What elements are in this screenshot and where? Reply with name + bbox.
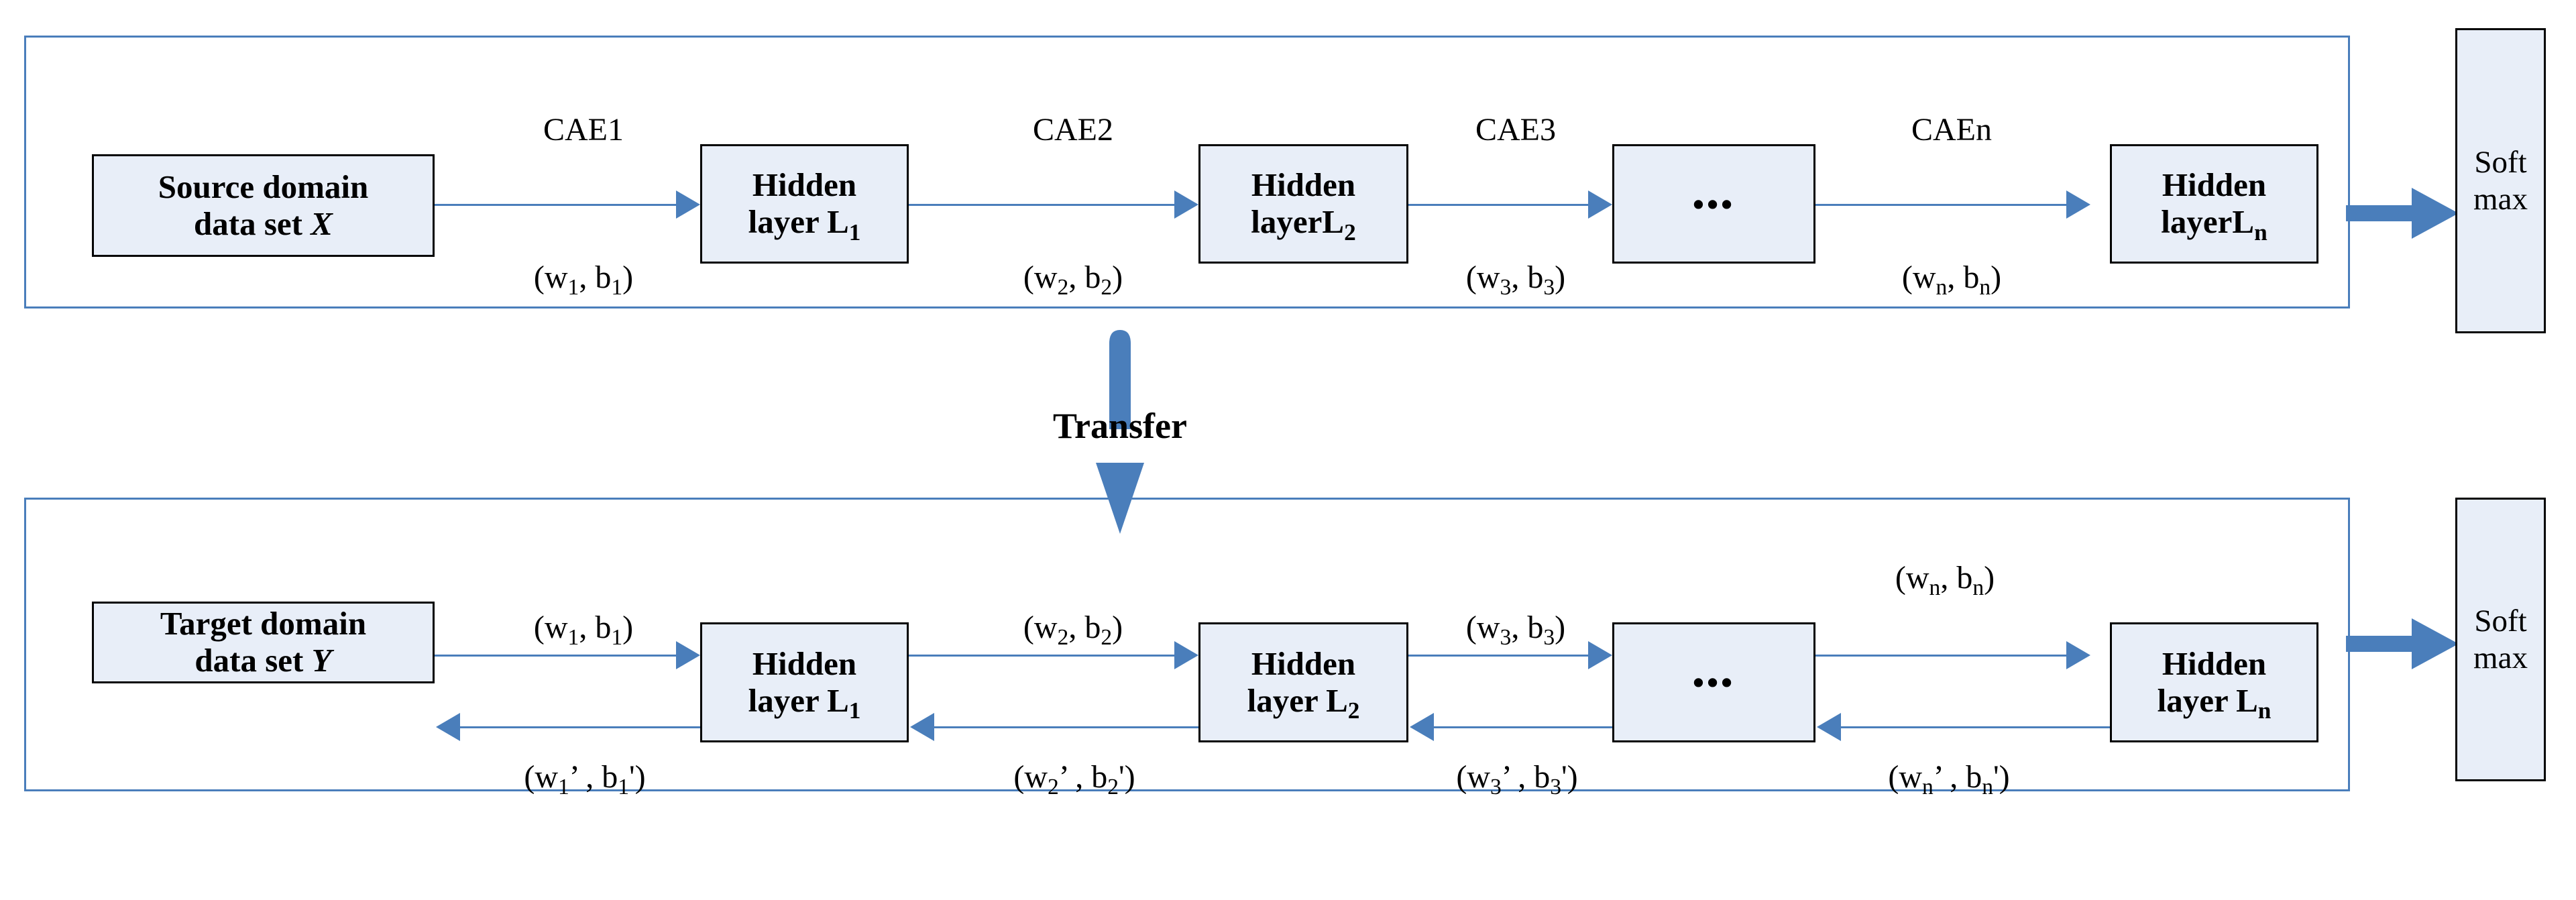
edge-weight-label-n: (wn, bn) (1901, 260, 2002, 300)
source-hidden-layer-ellipsis[interactable]: ••• (1612, 144, 1815, 264)
source-to-softmax-arrow (2346, 188, 2459, 239)
source-hidden-layer-2[interactable]: Hidden layerL2 (1198, 144, 1408, 264)
edge-line-source-to-l1 (435, 204, 676, 206)
node-line1: Hidden (752, 166, 857, 204)
source-hidden-layer-1[interactable]: Hidden layer L1 (700, 144, 909, 264)
node-line2: layerL2 (1251, 203, 1356, 245)
edge-line-l1-to-l2 (909, 204, 1174, 206)
target-edge-line-bwd-1 (460, 726, 702, 728)
edge-label-cae2: CAE2 (1033, 112, 1113, 148)
target-edge-forward-label-1: (w1, b1) (533, 610, 634, 651)
node-line1: Hidden (2162, 166, 2267, 204)
target-hidden-layer-2[interactable]: Hidden layer L2 (1198, 622, 1408, 742)
source-domain-data-box[interactable]: Source domain data set X (92, 154, 435, 257)
edge-weight-label-2: (w2, b2) (1023, 260, 1123, 300)
source-box-line2: data set X (194, 205, 333, 242)
node-line2: layer L1 (748, 203, 861, 245)
target-edge-backward-label-3: (w3’ , b3') (1456, 759, 1578, 800)
target-hidden-layer-ellipsis[interactable]: ••• (1612, 622, 1815, 742)
target-edge-line-fwd-1 (435, 655, 676, 657)
target-softmax-box[interactable]: Soft max (2455, 498, 2546, 781)
target-arrowhead-fwd-1 (676, 641, 700, 669)
edge-label-caen: CAEn (1911, 112, 1992, 148)
target-arrowhead-bwd-3 (1410, 713, 1434, 741)
arrowhead-ellipsis-to-ln (2066, 190, 2090, 219)
node-line1: Hidden (1251, 166, 1356, 204)
target-edge-line-fwd-n (1815, 655, 2066, 657)
target-arrowhead-fwd-n (2066, 641, 2090, 669)
target-arrowhead-bwd-2 (910, 713, 934, 741)
target-arrowhead-fwd-3 (1588, 641, 1612, 669)
node-line2: layer Ln (2157, 681, 2272, 724)
edge-label-cae1: CAE1 (543, 112, 624, 148)
target-arrowhead-bwd-n (1817, 713, 1841, 741)
target-to-softmax-arrow (2346, 618, 2459, 669)
ellipsis-glyph: ••• (1692, 664, 1736, 701)
softmax-line2: max (2473, 181, 2528, 217)
arrowhead-source-to-l1 (676, 190, 700, 219)
source-softmax-box[interactable]: Soft max (2455, 28, 2546, 333)
source-hidden-layer-n[interactable]: Hidden layerLn (2110, 144, 2318, 264)
node-line2: layer L2 (1247, 681, 1360, 724)
target-edge-line-bwd-2 (934, 726, 1200, 728)
node-line1: Hidden (1251, 644, 1356, 682)
target-edge-forward-label-2: (w2, b2) (1023, 610, 1123, 651)
target-edge-line-fwd-2 (909, 655, 1174, 657)
target-edge-backward-label-1: (w1’ , b1') (524, 759, 646, 800)
softmax-line1: Soft (2474, 145, 2527, 180)
transfer-label: Transfer (1053, 406, 1187, 446)
target-edge-line-bwd-n (1841, 726, 2110, 728)
arrowhead-l1-to-l2 (1174, 190, 1198, 219)
target-edge-line-bwd-3 (1434, 726, 1614, 728)
ellipsis-glyph: ••• (1692, 185, 1736, 223)
node-line1: Hidden (2162, 644, 2267, 682)
node-line2: layerLn (2161, 203, 2267, 245)
source-domain-panel (24, 36, 2350, 308)
target-hidden-layer-n[interactable]: Hidden layer Ln (2110, 622, 2318, 742)
target-arrowhead-fwd-2 (1174, 641, 1198, 669)
edge-label-cae3: CAE3 (1475, 112, 1556, 148)
softmax-line2: max (2473, 640, 2528, 675)
arrowhead-l2-to-ellipsis (1588, 190, 1612, 219)
source-box-line1: Source domain (158, 168, 369, 205)
target-edge-forward-label-3: (w3, b3) (1465, 610, 1566, 651)
target-edge-line-fwd-3 (1408, 655, 1588, 657)
edge-weight-label-3: (w3, b3) (1465, 260, 1566, 300)
softmax-line1: Soft (2474, 604, 2527, 639)
node-line2: layer L1 (748, 681, 861, 724)
edge-line-l2-to-ellipsis (1408, 204, 1588, 206)
target-edge-forward-label-n: (wn, bn) (1895, 560, 1995, 601)
target-domain-data-box[interactable]: Target domain data set Y (92, 602, 435, 683)
target-edge-backward-label-n: (wn’ , bn') (1888, 759, 2010, 800)
target-box-line2: data set Y (194, 642, 332, 679)
target-edge-backward-label-2: (w2’ , b2') (1013, 759, 1135, 800)
target-hidden-layer-1[interactable]: Hidden layer L1 (700, 622, 909, 742)
edge-weight-label-1: (w1, b1) (533, 260, 634, 300)
node-line1: Hidden (752, 644, 857, 682)
target-panel-inner-divider (2314, 498, 2350, 500)
target-box-line1: Target domain (160, 605, 367, 642)
transfer-arrow-stem (1109, 330, 1131, 429)
target-arrowhead-bwd-1 (436, 713, 460, 741)
edge-line-ellipsis-to-ln (1815, 204, 2066, 206)
